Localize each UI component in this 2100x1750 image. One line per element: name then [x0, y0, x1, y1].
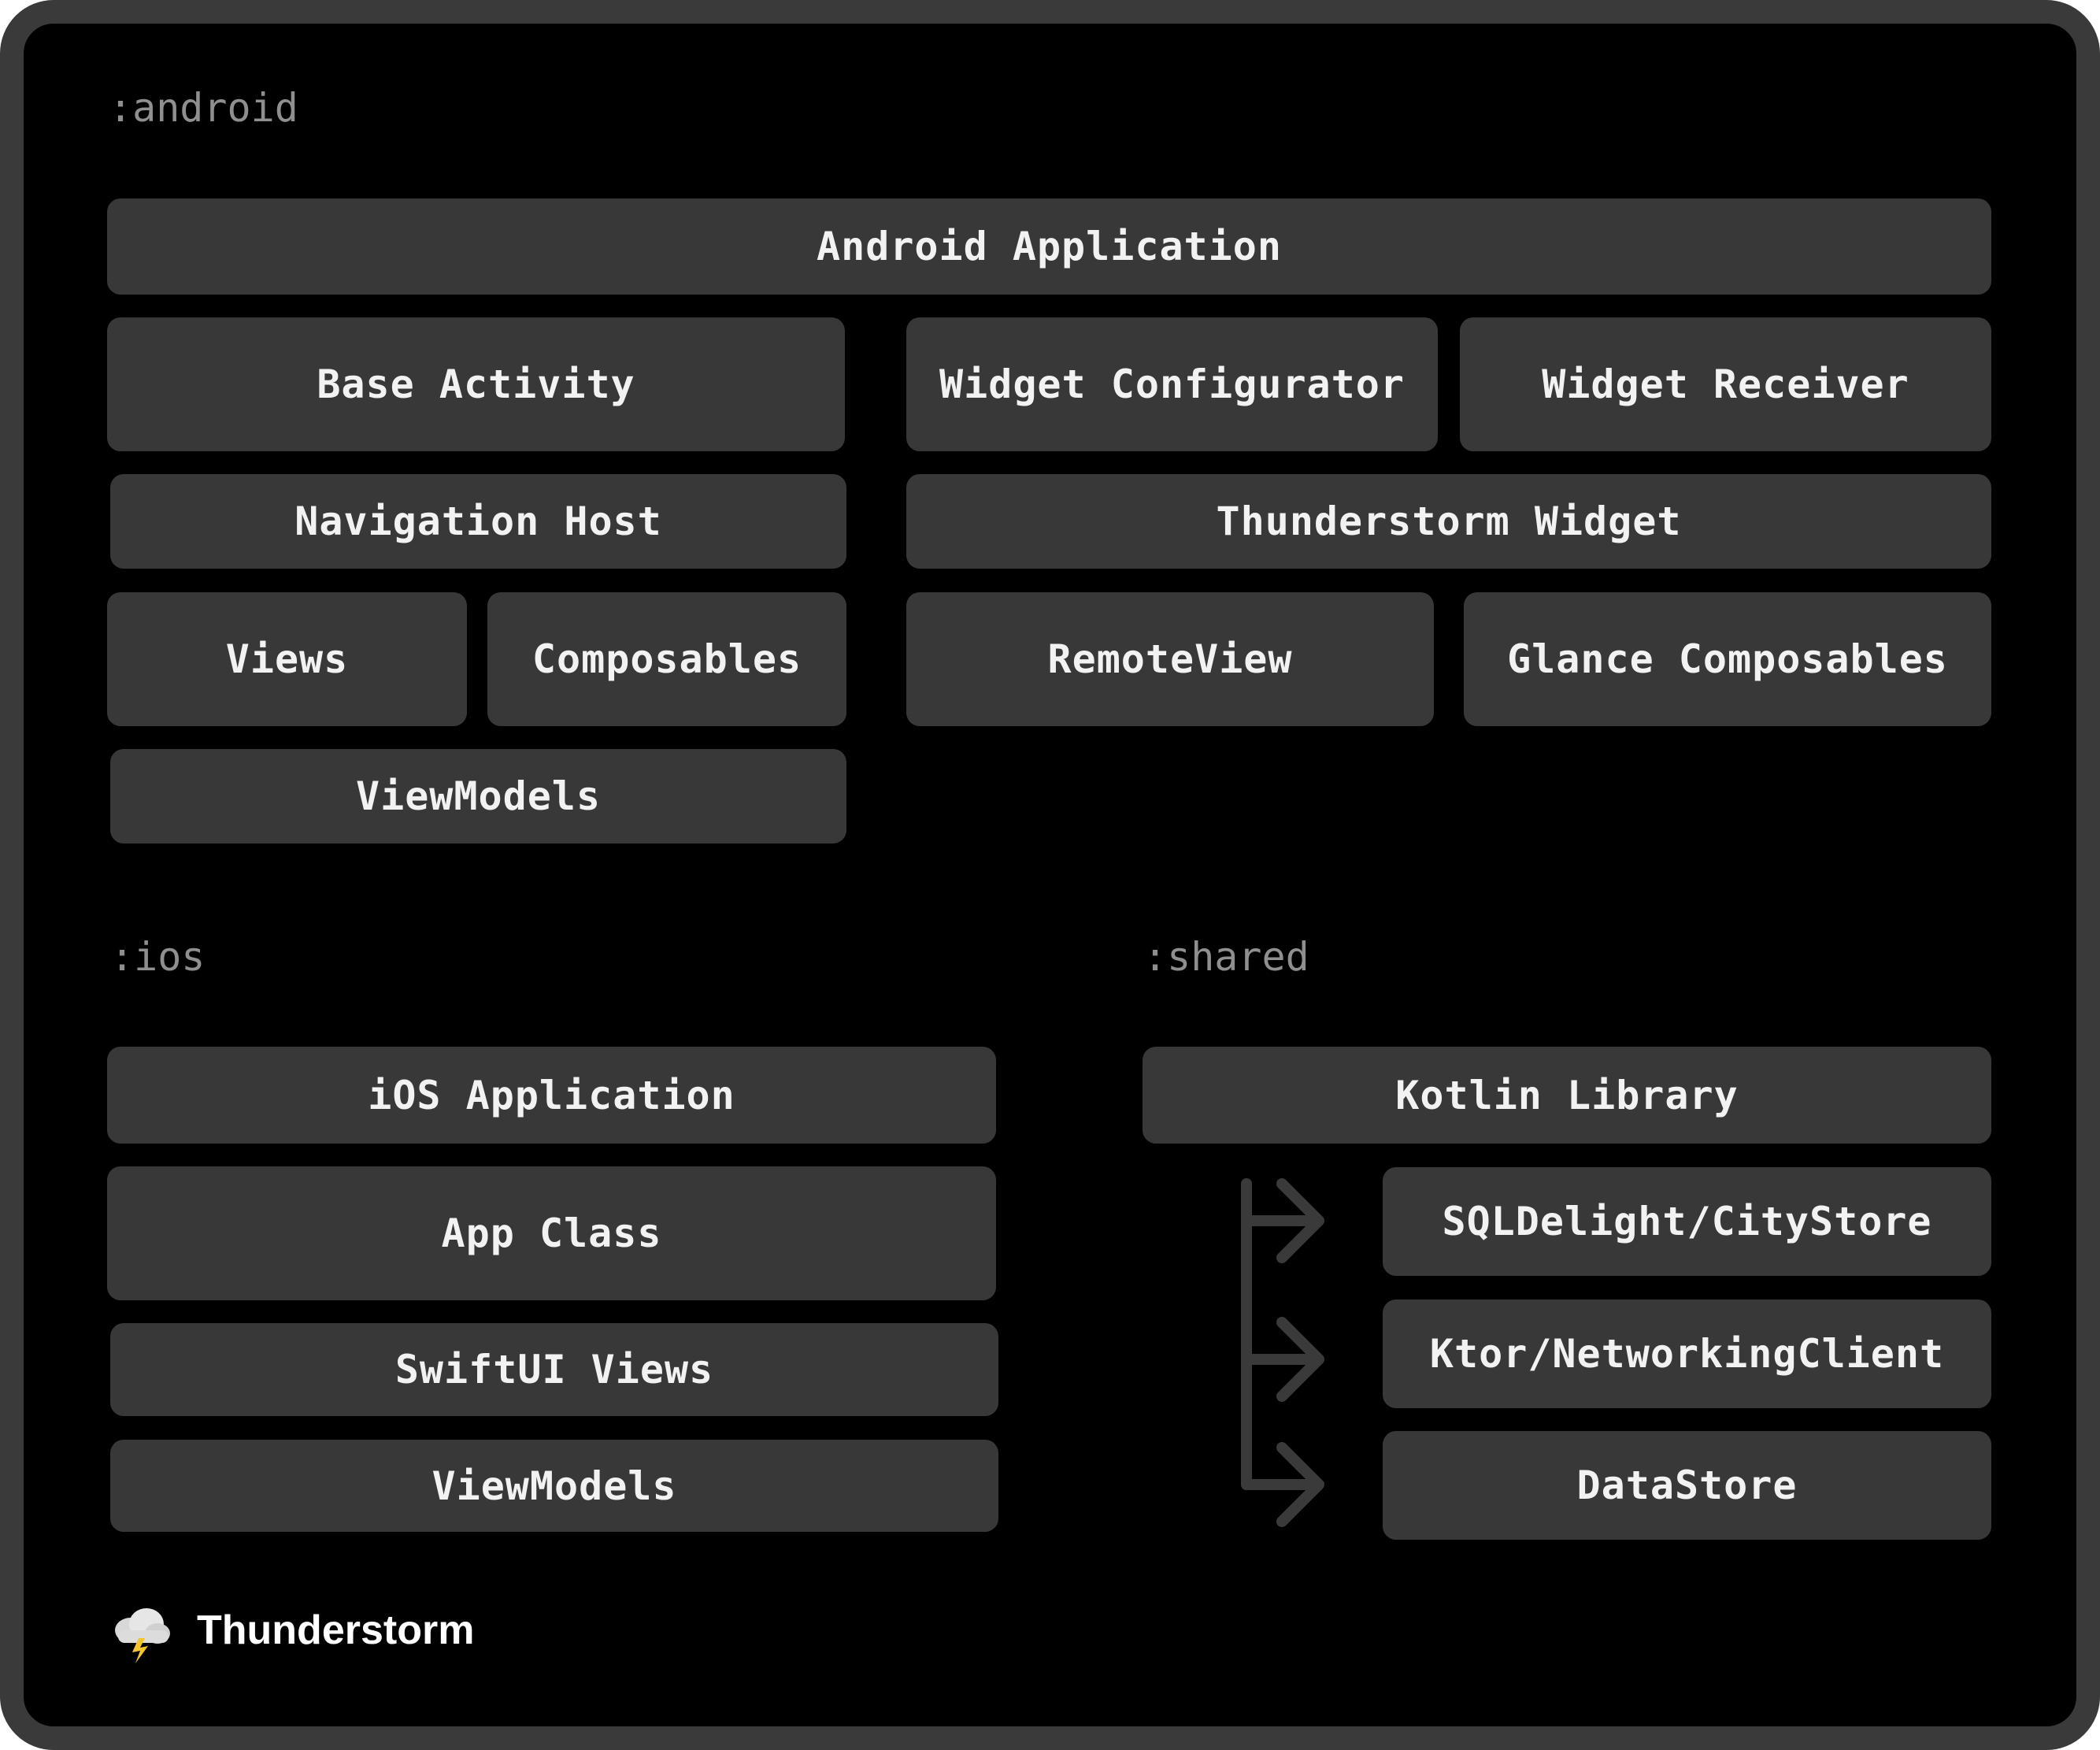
app-class-box: App Class — [107, 1166, 996, 1300]
sqldelight-citystore-box: SQLDelight/CityStore — [1383, 1167, 1991, 1276]
widget-configurator-box: Widget Configurator — [906, 317, 1438, 451]
ios-section-label: :ios — [110, 934, 206, 980]
brand-name: Thunderstorm — [197, 1607, 475, 1653]
ios-application-box: iOS Application — [107, 1047, 996, 1144]
android-viewmodels-box: ViewModels — [110, 749, 846, 843]
remote-view-box: RemoteView — [906, 592, 1434, 726]
glance-composables-box: Glance Composables — [1464, 592, 1991, 726]
swiftui-views-box: SwiftUI Views — [110, 1323, 998, 1416]
base-activity-box: Base Activity — [107, 317, 845, 451]
ios-viewmodels-box: ViewModels — [110, 1440, 998, 1532]
arrow-to-ktor — [1241, 1317, 1324, 1402]
shared-section-label: :shared — [1143, 934, 1309, 980]
composables-box: Composables — [487, 592, 846, 726]
kotlin-library-box: Kotlin Library — [1143, 1047, 1991, 1144]
arrow-to-datastore — [1241, 1442, 1324, 1527]
navigation-host-box: Navigation Host — [110, 474, 846, 569]
views-box: Views — [107, 592, 467, 726]
datastore-box: DataStore — [1383, 1431, 1991, 1540]
thunderstorm-widget-box: Thunderstorm Widget — [906, 474, 1991, 569]
widget-receiver-box: Widget Receiver — [1460, 317, 1991, 451]
android-application-box: Android Application — [107, 198, 1991, 295]
ktor-networkingclient-box: Ktor/NetworkingClient — [1383, 1300, 1991, 1408]
android-section-label: :android — [109, 85, 298, 131]
arrow-to-sqldelight — [1241, 1178, 1324, 1263]
cloud-lightning-icon — [115, 1608, 170, 1663]
